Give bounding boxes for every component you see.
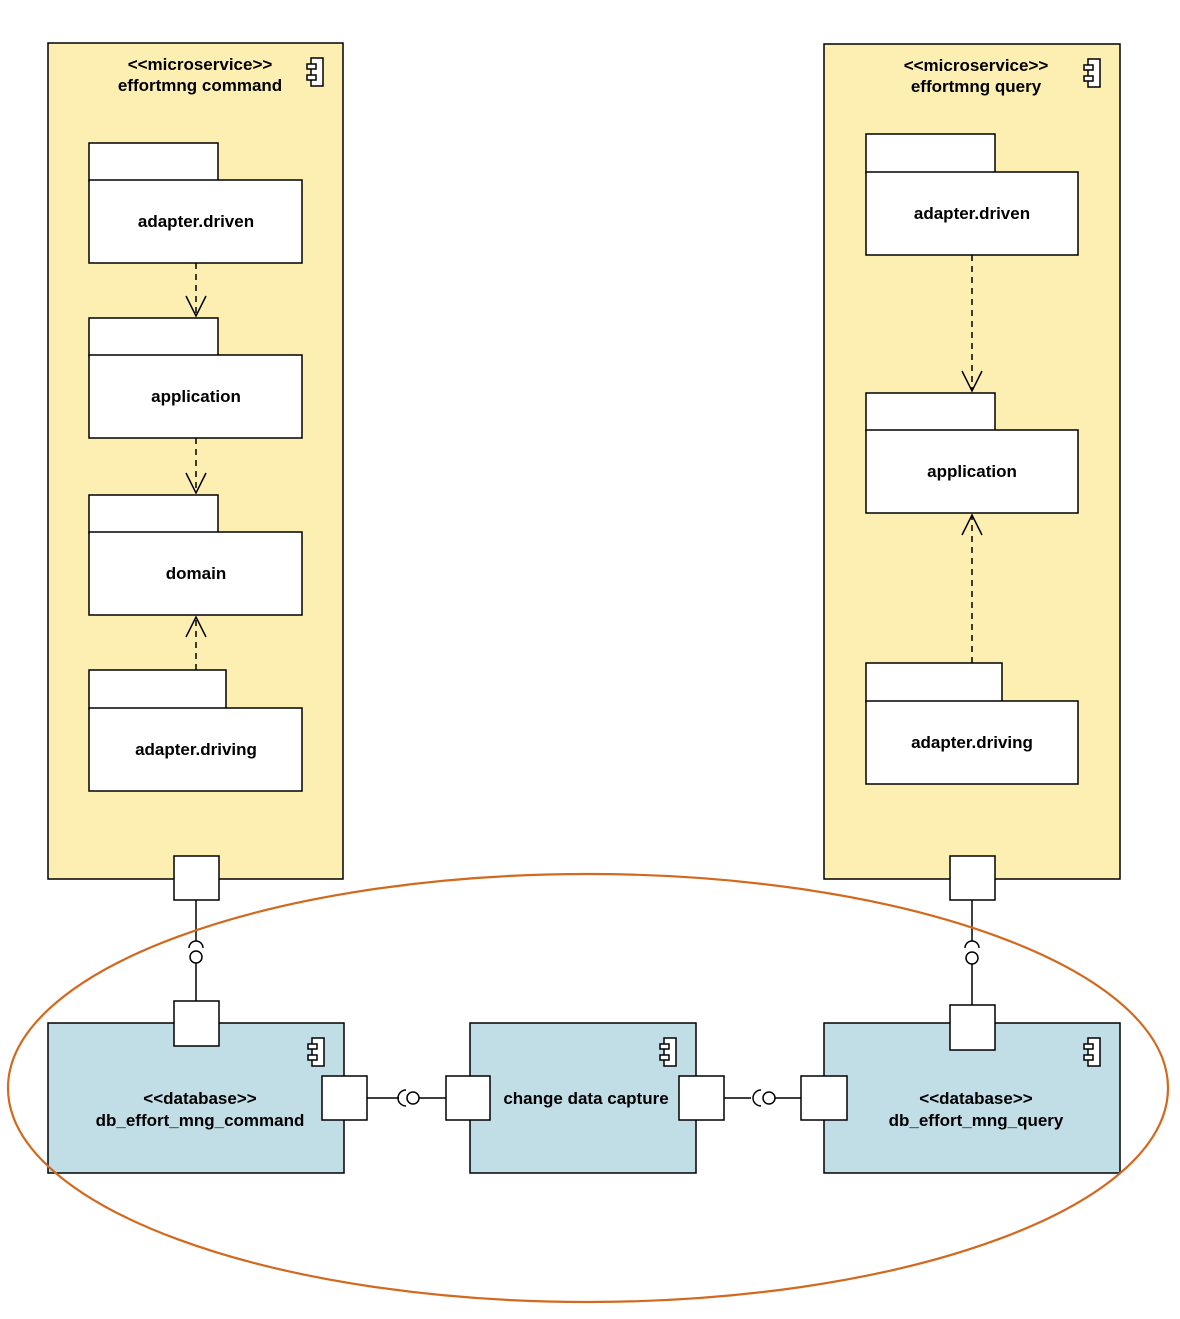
package-tab bbox=[88, 317, 219, 357]
package-label: application bbox=[927, 462, 1017, 481]
package-label: adapter.driving bbox=[911, 733, 1033, 752]
db-command-top-port[interactable] bbox=[173, 1000, 220, 1047]
package-label: application bbox=[151, 387, 241, 406]
package-body bbox=[88, 707, 303, 792]
query-microservice[interactable]: <<microservice>> effortmng query adapter… bbox=[823, 43, 1121, 901]
cdc-component[interactable]: change data capture bbox=[445, 1022, 725, 1174]
connector-db-command-to-cdc bbox=[367, 1089, 446, 1107]
db-query-component[interactable]: <<database>> db_effort_mng_query bbox=[800, 1004, 1121, 1174]
package-tab bbox=[88, 494, 219, 534]
package-body bbox=[88, 354, 303, 439]
command-dependency-driving-to-domain bbox=[185, 615, 207, 670]
db-query-left-port[interactable] bbox=[800, 1075, 848, 1121]
db-query-stereotype: <<database>> bbox=[919, 1089, 1032, 1108]
package-body bbox=[88, 179, 303, 264]
command-stereotype: <<microservice>> bbox=[128, 55, 273, 74]
db-command-stereotype: <<database>> bbox=[143, 1089, 256, 1108]
db-command-frame bbox=[47, 1022, 345, 1174]
package-label: domain bbox=[166, 564, 226, 583]
query-port[interactable] bbox=[949, 855, 996, 901]
package-label: adapter.driven bbox=[914, 204, 1030, 223]
query-package-adapter-driving[interactable]: adapter.driving bbox=[865, 662, 1079, 785]
package-body bbox=[865, 171, 1079, 256]
package-label: adapter.driving bbox=[135, 740, 257, 759]
db-query-name: db_effort_mng_query bbox=[889, 1111, 1064, 1130]
package-label: adapter.driven bbox=[138, 212, 254, 231]
query-service-name: effortmng query bbox=[911, 77, 1042, 96]
package-body bbox=[865, 429, 1079, 514]
command-package-domain[interactable]: domain bbox=[88, 494, 303, 616]
command-port[interactable] bbox=[173, 855, 220, 901]
command-service-name: effortmng command bbox=[118, 76, 282, 95]
package-tab bbox=[88, 142, 219, 182]
query-dependency-driven-to-application bbox=[961, 255, 983, 393]
cdc-frame bbox=[469, 1022, 697, 1174]
query-package-adapter-driven[interactable]: adapter.driven bbox=[865, 133, 1079, 256]
package-tab bbox=[88, 669, 227, 710]
package-body bbox=[88, 531, 303, 616]
highlight-ellipse bbox=[6, 872, 1170, 1304]
command-package-adapter-driving[interactable]: adapter.driving bbox=[88, 669, 303, 792]
command-package-application[interactable]: application bbox=[88, 317, 303, 439]
package-tab bbox=[865, 133, 996, 174]
command-dependency-application-to-domain bbox=[185, 438, 207, 495]
db-command-right-port[interactable] bbox=[321, 1075, 368, 1121]
package-tab bbox=[865, 662, 1003, 703]
package-body bbox=[865, 700, 1079, 785]
package-tab bbox=[865, 392, 996, 432]
db-command-component[interactable]: <<database>> db_effort_mng_command bbox=[47, 1000, 368, 1174]
query-package-application[interactable]: application bbox=[865, 392, 1079, 514]
query-dependency-driving-to-application bbox=[961, 513, 983, 663]
cdc-left-port[interactable] bbox=[445, 1075, 491, 1121]
connector-cdc-to-db-query bbox=[724, 1089, 801, 1107]
command-microservice[interactable]: <<microservice>> effortmng command adapt… bbox=[47, 42, 344, 901]
cdc-right-port[interactable] bbox=[678, 1075, 725, 1121]
db-command-name: db_effort_mng_command bbox=[96, 1111, 305, 1130]
db-query-top-port[interactable] bbox=[949, 1004, 996, 1051]
connector-query-to-db bbox=[964, 900, 980, 1005]
connector-command-to-db bbox=[188, 900, 204, 1001]
cdc-name: change data capture bbox=[503, 1089, 668, 1108]
command-package-adapter-driven[interactable]: adapter.driven bbox=[88, 142, 303, 264]
command-dependency-driven-to-application bbox=[185, 263, 207, 318]
query-stereotype: <<microservice>> bbox=[904, 56, 1049, 75]
